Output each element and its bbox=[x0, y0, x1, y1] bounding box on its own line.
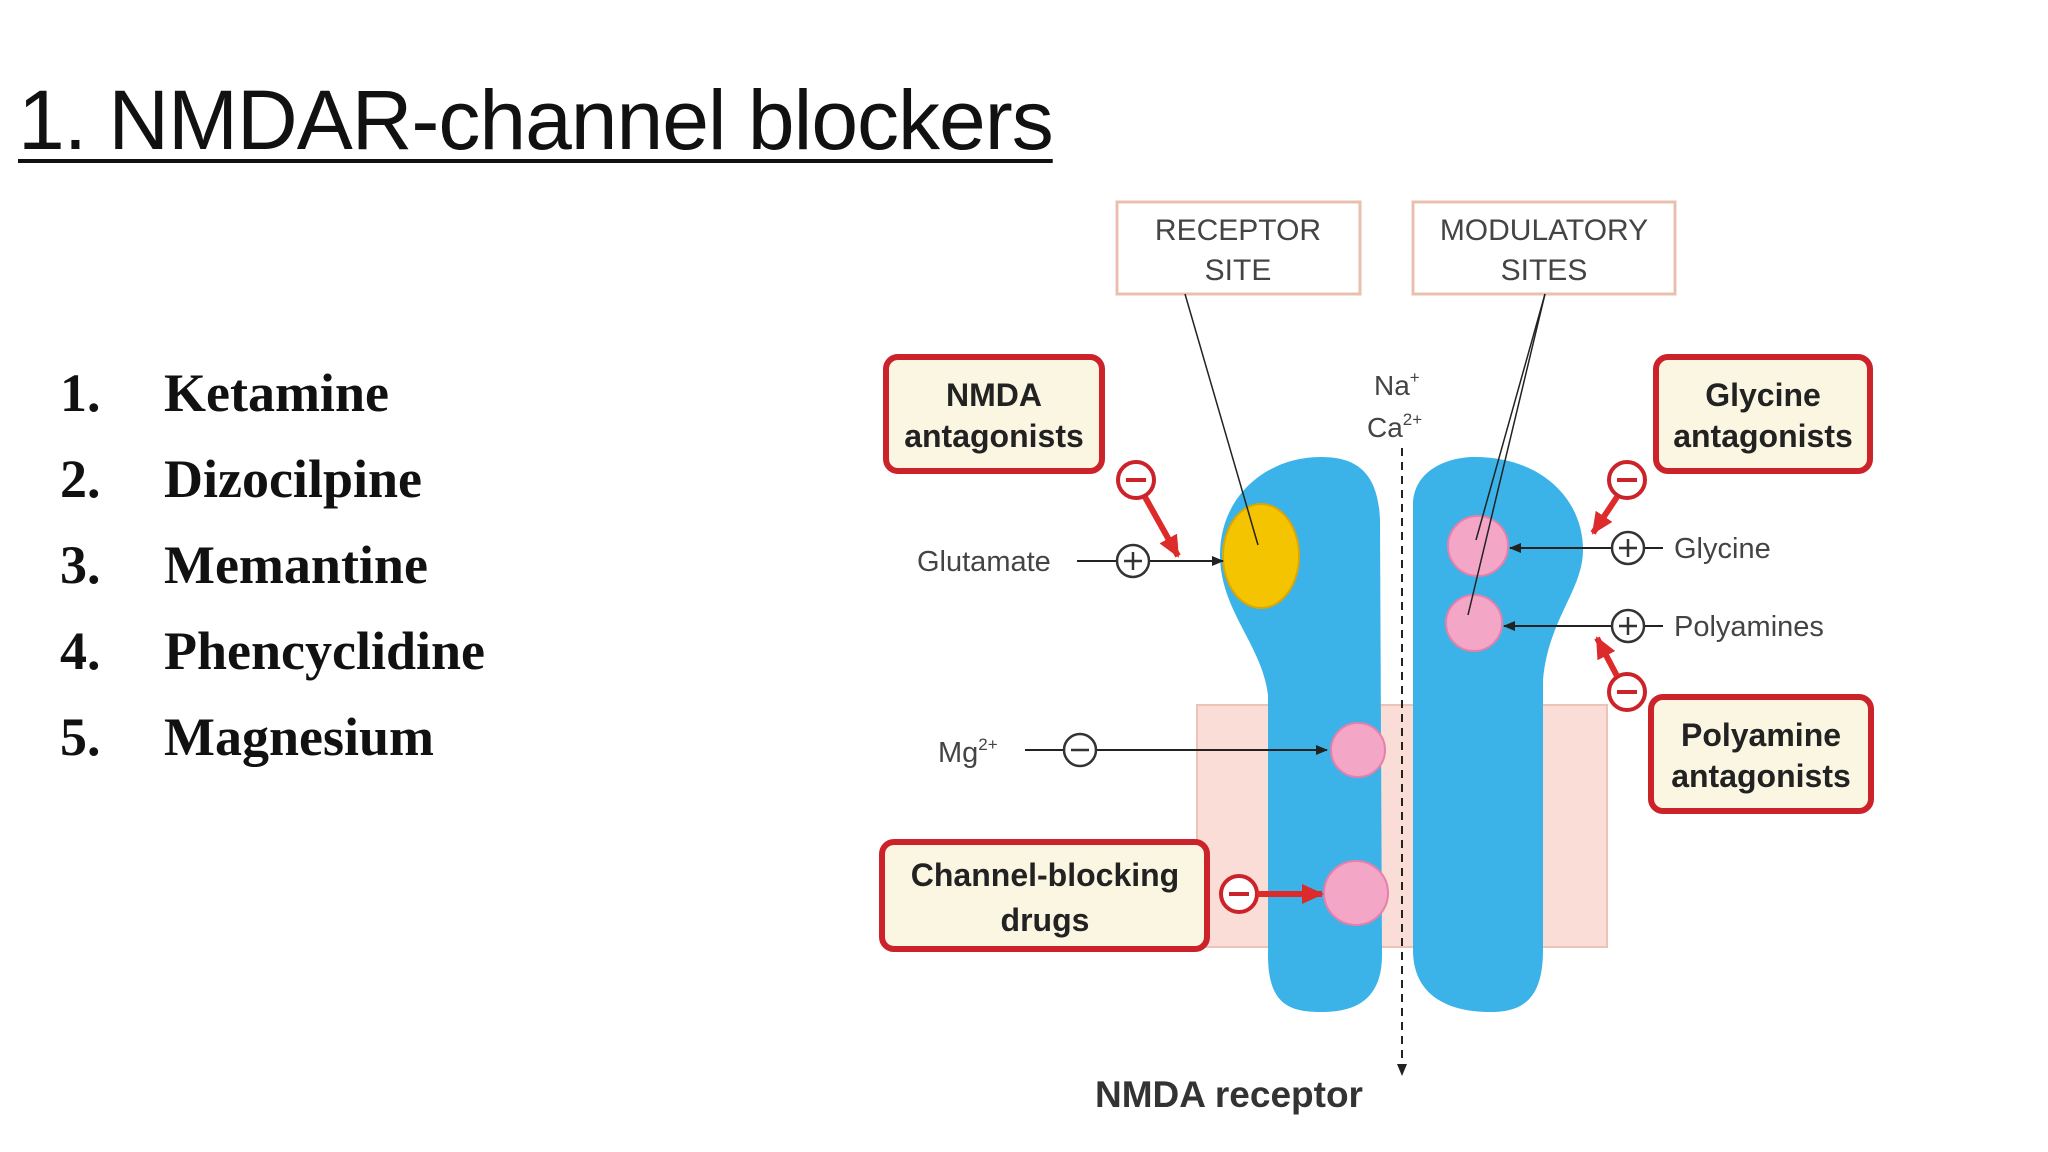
glycine-antagonists-line2: antagonists bbox=[1673, 418, 1853, 454]
drug-name: Phencyclidine bbox=[164, 621, 485, 681]
polyamine-antagonists-box bbox=[1648, 694, 1874, 814]
receptor-site-label-line2: SITE bbox=[1205, 254, 1272, 287]
polyamine-antagonists-line1: Polyamine bbox=[1681, 717, 1841, 753]
ion-na-label: Na+ bbox=[1374, 368, 1420, 401]
glycine-binding-site bbox=[1447, 515, 1509, 577]
drug-name: Magnesium bbox=[164, 707, 434, 767]
modulatory-site-pointer-1 bbox=[1475, 293, 1546, 541]
receptor-site-label-line1: RECEPTOR bbox=[1155, 214, 1321, 247]
glycine-antagonist-arrow bbox=[1590, 495, 1620, 535]
diagram-caption: NMDA receptor bbox=[1095, 1074, 1363, 1115]
drug-number: 1. bbox=[60, 363, 101, 423]
nmda-antagonists-box bbox=[883, 354, 1105, 474]
receptor-site-pointer bbox=[1184, 293, 1259, 546]
drug-name: Dizocilpine bbox=[164, 449, 422, 509]
modulatory-site-pointer-2 bbox=[1467, 293, 1546, 616]
receptor-right-subunit bbox=[1413, 457, 1583, 1012]
glycine-antagonists-box bbox=[1653, 354, 1873, 474]
receptor-site-label-box bbox=[1115, 200, 1362, 296]
mg-label: Mg2+ bbox=[938, 735, 998, 769]
channel-blocking-drugs-line1: Channel-blocking bbox=[911, 857, 1179, 893]
polyamine-antagonists-line2: antagonists bbox=[1671, 758, 1851, 794]
glycine-antagonists-line1: Glycine bbox=[1705, 377, 1821, 413]
glutamate-binding-site bbox=[1222, 503, 1300, 609]
drug-item: 4. Phencyclidine bbox=[60, 618, 485, 704]
nmda-antagonists-line1: NMDA bbox=[946, 377, 1042, 413]
polyamines-label: Polyamines bbox=[1674, 611, 1824, 643]
mg-binding-site bbox=[1330, 722, 1386, 778]
drug-item: 5. Magnesium bbox=[60, 704, 485, 790]
ion-ca-label: Ca2+ bbox=[1367, 410, 1422, 443]
polyamine-antagonist-arrow bbox=[1594, 636, 1620, 678]
drug-number: 3. bbox=[60, 535, 101, 595]
nmda-antagonist-arrow bbox=[1142, 495, 1181, 558]
glutamate-label: Glutamate bbox=[917, 546, 1051, 578]
drug-item: 2. Dizocilpine bbox=[60, 446, 485, 532]
drug-number: 5. bbox=[60, 707, 101, 767]
modulatory-sites-label-box bbox=[1411, 200, 1677, 296]
drug-name: Ketamine bbox=[164, 363, 389, 423]
nmda-antagonists-line2: antagonists bbox=[904, 418, 1084, 454]
nmda-receptor-diagram: Na+ Ca2+ RECEPTOR SITE MODULATORY SITES … bbox=[879, 200, 1874, 1115]
channel-blocking-drugs-line2: drugs bbox=[1001, 902, 1090, 938]
drug-number: 2. bbox=[60, 449, 101, 509]
channel-blocking-drugs-box bbox=[879, 839, 1210, 952]
modulatory-sites-label-line1: MODULATORY bbox=[1440, 214, 1648, 247]
channel-blocker-binding-site bbox=[1323, 860, 1389, 926]
polyamine-binding-site bbox=[1445, 594, 1503, 652]
drug-number: 4. bbox=[60, 621, 101, 681]
drug-name: Memantine bbox=[164, 535, 428, 595]
glycine-label: Glycine bbox=[1674, 533, 1771, 565]
drug-item: 1. Ketamine bbox=[60, 360, 485, 446]
slide-title: 1. NMDAR-channel blockers bbox=[18, 73, 1054, 167]
modulatory-sites-label-line2: SITES bbox=[1501, 254, 1588, 287]
drug-item: 3. Memantine bbox=[60, 532, 485, 618]
drug-list: 1. Ketamine 2. Dizocilpine 3. Memantine 4. P… bbox=[60, 360, 485, 790]
